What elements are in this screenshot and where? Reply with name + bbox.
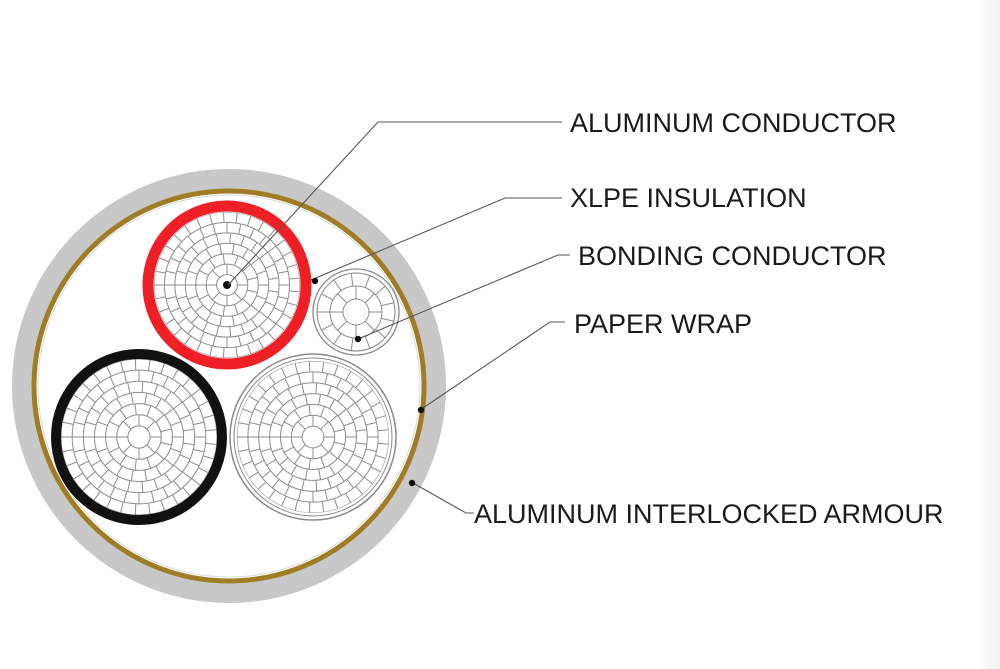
phase-conductor-red [142,200,312,370]
label-xlpe-insulation: XLPE INSULATION [570,183,807,213]
bonding-conductor [312,268,400,356]
leader-aluminum-conductor [227,121,562,286]
xlpe-insulation-red [142,200,312,370]
label-bonding-conductor: BONDING CONDUCTOR [578,241,887,271]
conductor-center-dot [223,281,231,289]
phase-conductor-black [51,349,227,525]
leader-armour [412,482,474,514]
label-paper-wrap: PAPER WRAP [574,309,752,339]
xlpe-insulation-black [51,349,227,525]
xlpe-insulation-white [229,353,397,521]
leader-lines [227,121,570,514]
leader-paper-wrap [419,321,565,411]
leader-endpoints [311,277,425,487]
leader-bonding-conductor [357,254,570,340]
page-edge-shadow [978,0,1000,669]
label-aluminum-conductor: ALUMINUM CONDUCTOR [570,108,897,138]
aluminum-strands [237,361,389,513]
phase-conductor-white [229,353,397,521]
aluminum-strands [61,359,217,515]
leader-xlpe-insulation [310,197,562,281]
label-aluminum-interlocked-armour: ALUMINUM INTERLOCKED ARMOUR [474,499,944,529]
